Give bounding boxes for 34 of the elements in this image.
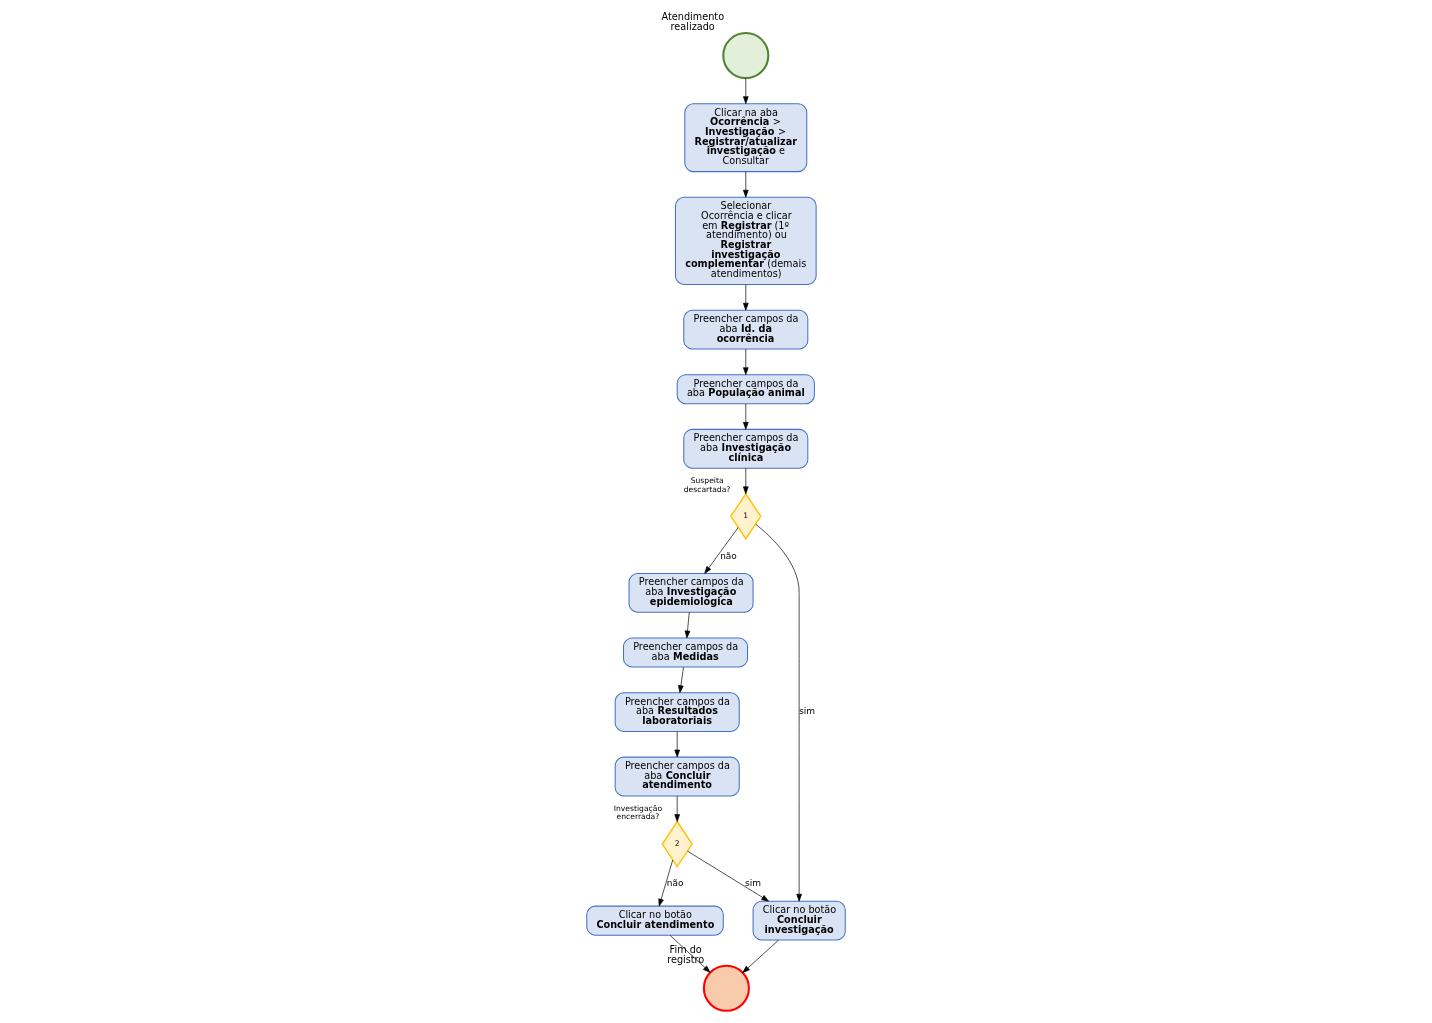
arrow (684, 612, 691, 639)
node-label: Atendimento realizado (661, 11, 725, 33)
arrow (743, 348, 749, 375)
arrow (755, 523, 802, 902)
node-box: Clicar no botão Concluir investigação (752, 900, 846, 941)
node-box: Preencher campos da aba Investigação clínica (683, 428, 809, 469)
node-box: Selecionar Ocorrência e clicar em Registrar (1º atendimento) ou Registrar investigação complementar (demais atendimentos) (674, 196, 817, 286)
edge-label: não (720, 550, 737, 561)
arrow (704, 527, 739, 574)
node-box: Clicar no botão Concluir atendimento (586, 905, 724, 936)
arrow (669, 935, 711, 973)
node-circle (722, 32, 770, 80)
node-label: Fim do registro (667, 943, 705, 966)
node-box: Clicar na aba Ocorrência > Investigação > Registrar/atualizar investigação e Consultar (684, 103, 808, 173)
node-box: Preencher campos da aba Investigação epidemiológica (628, 573, 754, 613)
edge-label: não (666, 878, 684, 889)
arrow (658, 859, 674, 907)
arrow (678, 666, 684, 693)
arrow (674, 731, 680, 758)
node-box: Preencher campos da aba Id. da ocorrência (683, 309, 809, 350)
node-box: Preencher campos da aba Concluir atendimento (614, 756, 740, 797)
edge-label: sim (745, 878, 762, 889)
edge-label: sim (799, 706, 816, 717)
arrow (687, 850, 769, 902)
arrow (674, 795, 680, 822)
node-box: Preencher campos da aba Medidas (623, 637, 749, 668)
arrow (742, 939, 779, 974)
arrow (743, 467, 749, 495)
arrow (743, 77, 749, 104)
arrow (743, 171, 749, 198)
arrow (743, 284, 749, 311)
node-box: Preencher campos da aba Resultados laboratoriais (614, 692, 740, 732)
node-box: Preencher campos da aba População animal (676, 374, 815, 405)
arrow (743, 403, 749, 430)
